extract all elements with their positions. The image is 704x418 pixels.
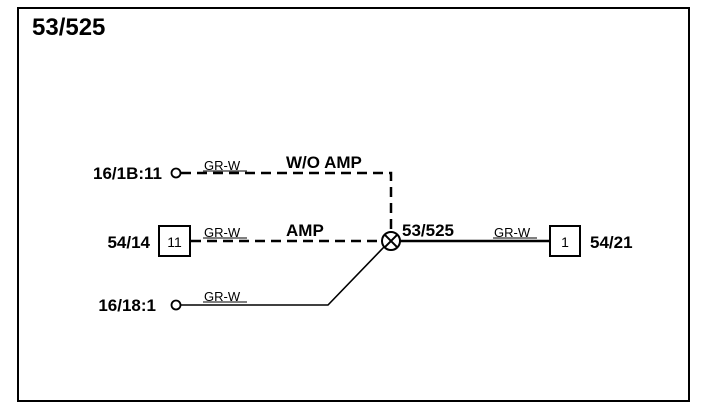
wire-color-label: GR-W <box>494 225 531 240</box>
wire-wo-amp <box>181 171 393 232</box>
pin-number-11: 11 <box>167 234 182 250</box>
splice-icon <box>381 231 401 251</box>
wire-color-label: GR-W <box>204 225 241 240</box>
diagram-frame <box>17 7 690 402</box>
wire-16-18-1 <box>181 246 385 306</box>
connector-54-14 <box>158 225 191 257</box>
connector-label-54-14: 54/14 <box>107 233 150 252</box>
option-label-amp: AMP <box>286 221 324 240</box>
terminal-16-1b-11 <box>170 167 182 179</box>
connector-54-21 <box>549 225 581 257</box>
connector-label-16-1b-11: 16/1B:11 <box>93 164 162 183</box>
wire-color-label: GR-W <box>204 289 241 304</box>
splice-label: 53/525 <box>402 221 454 240</box>
option-label-wo-amp: W/O AMP <box>286 153 362 172</box>
wire-color-label: GR-W <box>204 158 241 173</box>
connector-label-54-21: 54/21 <box>590 233 633 252</box>
diagram-title: 53/525 <box>32 14 106 41</box>
terminal-16-18-1 <box>170 299 182 311</box>
pin-number-1: 1 <box>561 234 569 250</box>
connector-label-16-18-1: 16/18:1 <box>98 296 156 315</box>
